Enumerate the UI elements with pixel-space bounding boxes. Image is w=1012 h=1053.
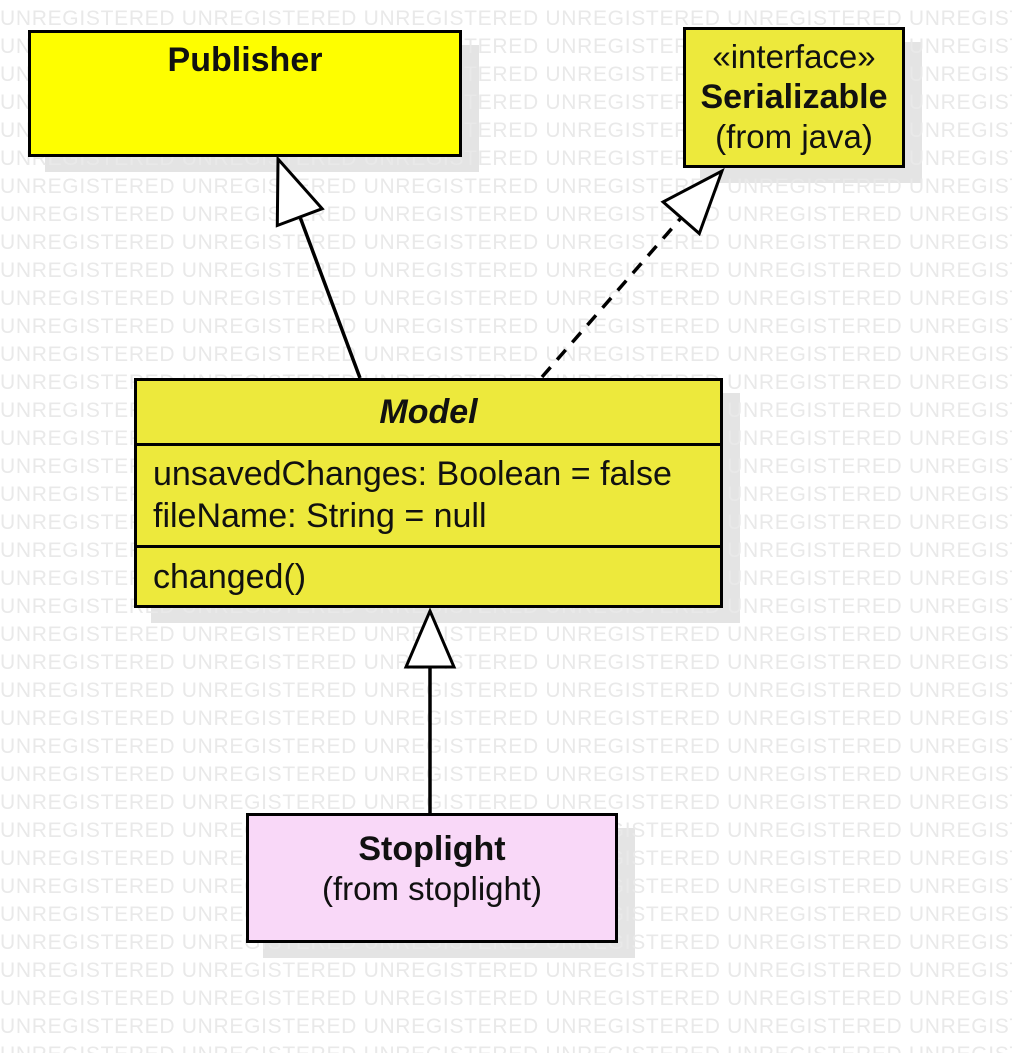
- hollow-triangle-arrowhead: [403, 607, 457, 669]
- class-box-model: Model unsavedChanges: Boolean = false fi…: [134, 378, 723, 608]
- hollow-triangle-arrowhead: [660, 167, 725, 237]
- operation: changed(): [153, 558, 307, 596]
- generalization-line: [298, 216, 362, 379]
- model-operations-compartment: changed(): [137, 545, 720, 605]
- class-name: Publisher: [167, 41, 323, 79]
- class-box-publisher: Publisher: [28, 30, 462, 157]
- hollow-triangle-arrowhead: [275, 155, 325, 228]
- stereotype-label: «interface»: [712, 38, 876, 75]
- class-box-stoplight: Stoplight (from stoplight): [246, 813, 618, 943]
- model-attributes-compartment: unsavedChanges: Boolean = false fileName…: [137, 443, 720, 545]
- interface-name: Serializable: [700, 78, 888, 116]
- interface-box-serializable: «interface» Serializable (from java): [683, 27, 905, 168]
- attribute: fileName: String = null: [153, 497, 487, 535]
- attribute: unsavedChanges: Boolean = false: [153, 455, 672, 493]
- model-title-compartment: Model: [137, 381, 720, 443]
- class-name: Stoplight: [358, 830, 506, 868]
- generalization-arrow-model-to-publisher: [275, 155, 362, 379]
- realization-dashed-line: [540, 216, 683, 379]
- package-label: (from stoplight): [321, 870, 543, 907]
- class-name: Model: [379, 393, 478, 431]
- package-label: (from java): [715, 118, 873, 155]
- generalization-arrow-stoplight-to-model: [403, 607, 457, 813]
- realization-arrow-model-to-serializable: [540, 167, 725, 379]
